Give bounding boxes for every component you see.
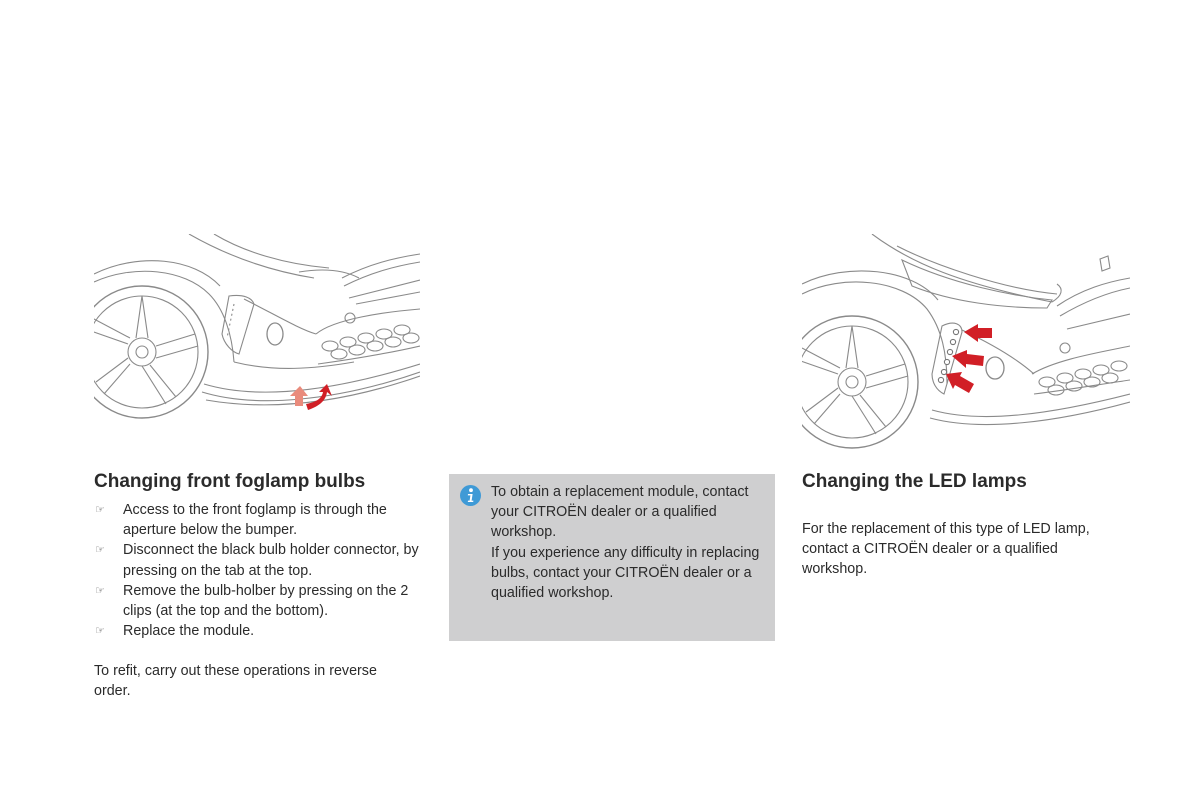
- list-item: ☞ Remove the bulb-holber by pressing on t…: [94, 581, 424, 621]
- info-icon: [460, 485, 481, 506]
- list-item: ☞ Replace the module.: [94, 621, 424, 641]
- led-lamps-illustration: [802, 234, 1130, 454]
- refit-note: To refit, carry out these operations in …: [94, 663, 377, 700]
- pointing-hand-icon: ☞: [95, 583, 105, 597]
- foglamp-access-illustration: [94, 234, 420, 426]
- pointing-hand-icon: ☞: [95, 503, 105, 516]
- lower-grille: [315, 308, 420, 365]
- step-text: Replace the module.: [123, 623, 255, 640]
- step-text: Remove the bulb-holber by pressing on th…: [123, 582, 409, 620]
- access-arrow-salmon: [290, 386, 308, 406]
- step-text: Disconnect the black bulb holder connect…: [123, 542, 419, 579]
- section-heading-foglamp: Changing front foglamp bulbs: [94, 471, 366, 492]
- step-text: Access to the front foglamp is through t…: [123, 502, 387, 539]
- foglamp-steps-list: ☞ Access to the front foglamp is through …: [94, 500, 424, 641]
- section-heading-led: Changing the LED lamps: [802, 471, 1027, 492]
- list-item: ☞ Access to the front foglamp is through …: [94, 500, 424, 540]
- led-arrow-1: [964, 324, 992, 342]
- wheel: [94, 285, 209, 419]
- led-arrow-3: [946, 372, 974, 393]
- access-arrow-red: [306, 384, 332, 410]
- info-box-text: To obtain a replacement module, contact …: [491, 482, 771, 603]
- info-box: [449, 474, 775, 641]
- wheel: [802, 315, 919, 449]
- list-item: ☞ Disconnect the black bulb holder connec…: [94, 540, 424, 580]
- lower-grille: [1031, 345, 1130, 396]
- info-paragraph: If you experience any difficulty in repl…: [491, 544, 760, 602]
- led-replacement-text: For the replacement of this type of LED …: [802, 521, 1090, 578]
- pointing-hand-icon: ☞: [95, 624, 105, 638]
- led-arrow-2: [952, 350, 984, 368]
- led-strip: [937, 328, 960, 384]
- info-paragraph: To obtain a replacement module, contact …: [491, 484, 749, 541]
- pointing-hand-icon: ☞: [95, 543, 105, 557]
